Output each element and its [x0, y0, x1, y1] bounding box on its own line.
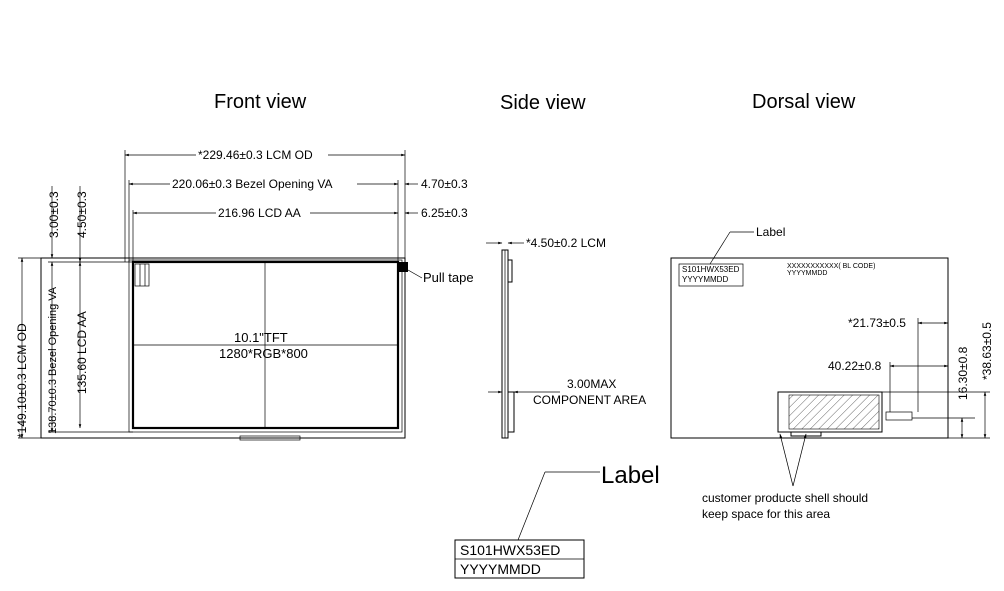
barcode-line2: YYYYMMDD — [787, 270, 827, 277]
side-view-title: Side view — [500, 92, 586, 114]
dim-16: 16.30±0.8 — [956, 346, 970, 400]
dim-aa-height: 135.60 LCD AA — [75, 311, 89, 394]
dorsal-label-box — [678, 263, 744, 287]
dim-va-width: 220.06±0.3 Bezel Opening VA — [172, 177, 332, 191]
dorsal-label-line1: S101HWX53ED — [682, 265, 740, 274]
dim-38: *38.63±0.5 — [980, 322, 994, 380]
note-line1: customer producte shell should — [702, 491, 868, 505]
dim-od-width: *229.46±0.3 LCM OD — [198, 148, 313, 162]
dorsal-label-callout: Label — [756, 225, 785, 239]
dim-left-2: 4.50±0.3 — [75, 191, 89, 238]
label-detail-line1: S101HWX53ED — [460, 542, 560, 558]
front-view: Pull tape *229.46±0.3 LCM OD 220.06±0.3 … — [15, 148, 474, 441]
barcode-line1: XXXXXXXXXXX( BL CODE) — [787, 263, 875, 270]
component-max: 3.00MAX — [567, 377, 616, 391]
label-detail: Label S101HWX53ED YYYYMMDD — [454, 462, 660, 579]
front-bottom-tab — [239, 435, 301, 441]
dorsal-label-line2: YYYYMMDD — [682, 275, 728, 284]
front-module-outline — [40, 257, 406, 439]
front-corner-mark — [134, 263, 150, 287]
pull-tape-mark — [398, 262, 408, 272]
dim-va-height: 138.70±0.3 Bezel Opening VA — [47, 286, 59, 434]
dim-40: 40.22±0.8 — [828, 359, 882, 373]
note-line2: keep space for this area — [702, 507, 830, 521]
side-view: *4.50±0.2 LCM 3.00MAX COMPONENT AREA — [486, 236, 646, 439]
dorsal-view: S101HWX53ED YYYYMMDD Label XXXXXXXXXXX( … — [670, 225, 994, 521]
side-component — [507, 391, 515, 433]
pull-tape-label: Pull tape — [423, 270, 474, 285]
dorsal-view-title: Dorsal view — [752, 91, 856, 113]
dorsal-outline — [670, 257, 949, 439]
dim-left-1: 3.00±0.3 — [47, 191, 61, 238]
component-area: COMPONENT AREA — [533, 393, 646, 407]
label-detail-line2: YYYYMMDD — [460, 561, 541, 577]
dim-right-2: 6.25±0.3 — [421, 206, 468, 220]
front-bezel-opening — [128, 259, 403, 433]
dorsal-connector — [885, 411, 913, 421]
component-area-box — [777, 391, 883, 433]
tft-resolution-label: 1280*RGB*800 — [219, 346, 308, 361]
dim-thickness: *4.50±0.2 LCM — [526, 236, 606, 250]
dim-od-height: *149.10±0.3 LCM OD — [15, 323, 29, 438]
label-detail-title: Label — [601, 462, 660, 489]
tft-size-label: 10.1"TFT — [234, 330, 288, 345]
dim-right-1: 4.70±0.3 — [421, 177, 468, 191]
dim-21: *21.73±0.5 — [848, 316, 906, 330]
component-hatch — [788, 394, 880, 430]
side-fpc — [507, 259, 513, 283]
dim-aa-width: 216.96 LCD AA — [218, 206, 301, 220]
front-view-title: Front view — [214, 91, 307, 113]
